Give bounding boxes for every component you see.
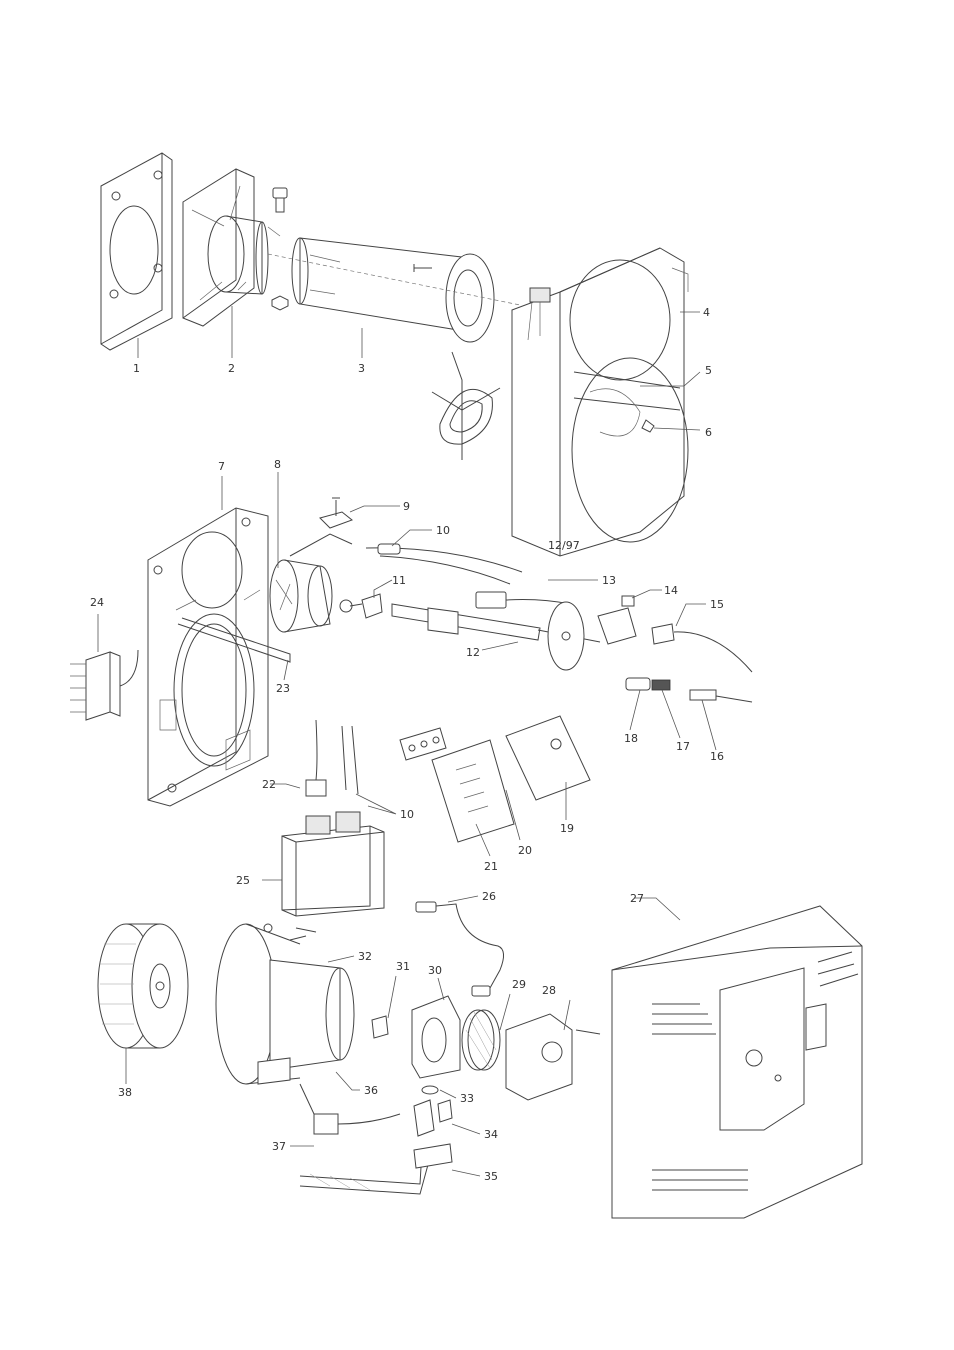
part-29-filter: [461, 1009, 501, 1071]
part-2-flange: [182, 168, 289, 327]
part-28-pump-cover: [505, 1013, 601, 1101]
part-11-nozzle: [349, 593, 383, 619]
part-35-hoses: [299, 1143, 453, 1195]
part-9-electrode: [289, 497, 354, 557]
part-3-blast-tube: [267, 237, 521, 343]
label-part-5: 5: [705, 364, 712, 377]
label-part-16: 16: [710, 750, 724, 763]
stabiliser-disc: [431, 351, 501, 460]
part-7-mounting-plate: [147, 507, 291, 807]
label-part-34: 34: [484, 1128, 498, 1141]
label-part-18: 18: [624, 732, 638, 745]
label-part-10-lower: 10: [400, 808, 414, 821]
part-38-fan-wheel: [97, 923, 189, 1049]
label-part-20: 20: [518, 844, 532, 857]
part-1-gasket: [100, 152, 173, 351]
label-part-11: 11: [392, 574, 406, 587]
label-part-22: 22: [262, 778, 276, 791]
label-part-31: 31: [396, 960, 410, 973]
label-part-25: 25: [236, 874, 250, 887]
label-part-35: 35: [484, 1170, 498, 1183]
label-part-30: 30: [428, 964, 442, 977]
revision-stamp: 12/97: [548, 539, 580, 552]
label-part-2: 2: [228, 362, 235, 375]
label-part-36: 36: [364, 1084, 378, 1097]
label-part-17: 17: [676, 740, 690, 753]
label-part-26: 26: [482, 890, 496, 903]
part-20-21-control-box: [399, 727, 515, 843]
label-part-21: 21: [484, 860, 498, 873]
label-part-32: 32: [358, 950, 372, 963]
label-part-27: 27: [630, 892, 644, 905]
part-18-photocell: [625, 677, 651, 691]
part-16-plug: [689, 689, 753, 703]
part-number-labels: 1 2 3 4 5 6 7 8 9 10 11 12 13 14 15 16 1…: [90, 306, 724, 1183]
label-part-37: 37: [272, 1140, 286, 1153]
part-32-36-motor: [215, 923, 355, 1085]
label-part-13: 13: [602, 574, 616, 587]
label-part-29: 29: [512, 978, 526, 991]
label-part-15: 15: [710, 598, 724, 611]
part-37-connector: [299, 1083, 401, 1135]
label-part-19: 19: [560, 822, 574, 835]
part-10-ignition-cables: [365, 543, 523, 585]
part-25-transformer: [281, 811, 385, 917]
part-12-nozzle-line: [391, 603, 601, 643]
label-part-24: 24: [90, 596, 104, 609]
part-27-cover: [611, 905, 863, 1219]
label-part-38: 38: [118, 1086, 132, 1099]
leader-lines: [97, 306, 717, 1177]
part-33-34-fittings: [413, 1085, 453, 1137]
label-part-12: 12: [466, 646, 480, 659]
label-part-1: 1: [133, 362, 140, 375]
part-4-housing: 12/97: [511, 247, 689, 557]
label-part-33: 33: [460, 1092, 474, 1105]
part-30-31-pump: [371, 995, 461, 1079]
part-24-terminal-block: [70, 649, 139, 721]
label-part-6: 6: [705, 426, 712, 439]
label-part-28: 28: [542, 984, 556, 997]
label-part-23: 23: [276, 682, 290, 695]
label-part-3: 3: [358, 362, 365, 375]
label-part-4: 4: [703, 306, 710, 319]
part-8-air-damper: [269, 559, 353, 633]
part-26-oil-pipe: [415, 901, 504, 997]
label-part-9: 9: [403, 500, 410, 513]
label-part-7: 7: [218, 460, 225, 473]
label-part-10: 10: [436, 524, 450, 537]
label-part-14: 14: [664, 584, 678, 597]
part-17-plug: [651, 679, 671, 691]
part-22-connector: [305, 719, 359, 797]
part-19-cover: [505, 715, 591, 801]
label-part-8: 8: [274, 458, 281, 471]
part-14-solenoid: [547, 595, 637, 671]
part-15-connector: [651, 623, 753, 673]
part-13-cable: [475, 591, 571, 609]
